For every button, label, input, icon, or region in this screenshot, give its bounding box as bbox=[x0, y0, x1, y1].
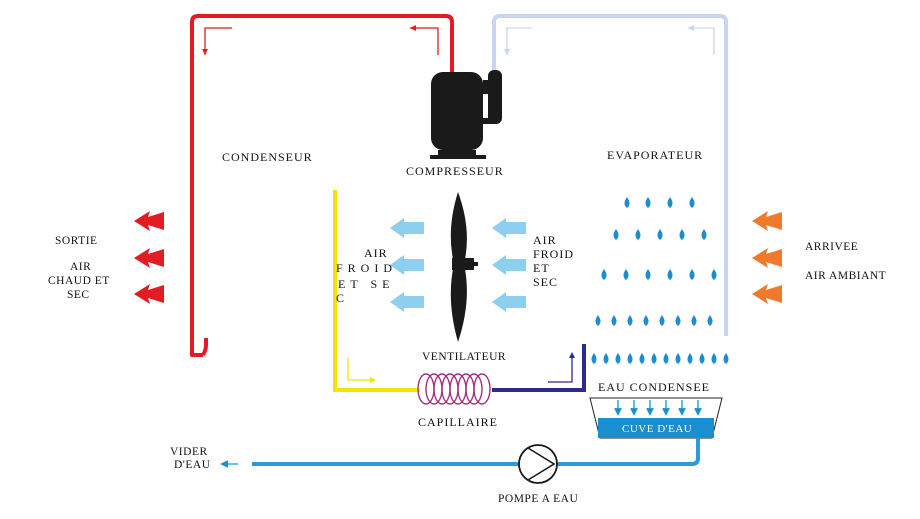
cold-air-left-3: ET SE bbox=[338, 277, 394, 291]
ambient-air-label: AIR AMBIANT bbox=[805, 270, 886, 282]
water-drop-icon bbox=[601, 269, 607, 280]
water-drop-icon bbox=[687, 353, 693, 364]
water-drop-icon bbox=[691, 315, 697, 326]
cold-air-right-2: FROID bbox=[533, 247, 574, 261]
cold-air-left-4: C bbox=[336, 291, 345, 305]
condensed-water-arrows bbox=[614, 400, 702, 416]
water-drop-icon bbox=[645, 269, 651, 280]
water-drop-icon bbox=[623, 269, 629, 280]
condensation-drops bbox=[591, 197, 729, 364]
cold-air-right-4: SEC bbox=[533, 275, 558, 289]
water-drop-icon bbox=[679, 229, 685, 240]
hot-air-label-2: CHAUD ET bbox=[48, 275, 110, 287]
water-drop-icon bbox=[595, 315, 601, 326]
compressor-label: COMPRESSEUR bbox=[406, 164, 504, 178]
water-drop-icon bbox=[689, 197, 695, 208]
exit-label: SORTIE bbox=[55, 235, 98, 247]
water-drop-icon bbox=[603, 353, 609, 364]
cold-air-left-1: AIR bbox=[364, 246, 388, 260]
evaporator-inlet-pipe bbox=[492, 344, 586, 392]
water-drop-icon bbox=[651, 353, 657, 364]
water-drop-icon bbox=[711, 269, 717, 280]
water-drop-icon bbox=[667, 197, 673, 208]
water-drop-icon bbox=[699, 353, 705, 364]
water-drop-icon bbox=[659, 315, 665, 326]
drain-label-1: VIDER bbox=[170, 446, 208, 458]
water-drop-icon bbox=[624, 197, 630, 208]
evaporator-label: EVAPORATEUR bbox=[607, 148, 703, 162]
pump-label: POMPE A EAU bbox=[498, 493, 578, 505]
hot-air-label-3: SEC bbox=[67, 289, 90, 301]
compressor-icon bbox=[430, 70, 502, 159]
water-drain-line bbox=[220, 438, 700, 468]
water-drop-icon bbox=[591, 353, 597, 364]
cold-air-right-1: AIR bbox=[533, 233, 557, 247]
water-drop-icon bbox=[613, 229, 619, 240]
condensed-water-label: EAU CONDENSEE bbox=[598, 380, 710, 394]
inlet-label: ARRIVEE bbox=[805, 241, 858, 253]
capillary-coil bbox=[417, 373, 491, 405]
water-drop-icon bbox=[711, 353, 717, 364]
hot-air-exit-arrows bbox=[134, 211, 164, 304]
cold-air-arrows-right bbox=[492, 218, 526, 312]
water-tank bbox=[589, 397, 723, 439]
water-drop-icon bbox=[675, 353, 681, 364]
fan-label: VENTILATEUR bbox=[422, 351, 506, 363]
water-drop-icon bbox=[663, 353, 669, 364]
hot-refrigerant-pipe bbox=[190, 14, 454, 357]
hot-air-label-1: AIR bbox=[70, 261, 91, 273]
water-drop-icon bbox=[611, 315, 617, 326]
water-drop-icon bbox=[643, 315, 649, 326]
water-drop-icon bbox=[635, 229, 641, 240]
liquid-line-pipe bbox=[333, 190, 420, 392]
water-drop-icon bbox=[707, 315, 713, 326]
capillary-label: CAPILLAIRE bbox=[418, 415, 498, 429]
water-drop-icon bbox=[723, 353, 729, 364]
water-drop-icon bbox=[675, 315, 681, 326]
pump-icon bbox=[518, 444, 558, 484]
water-drop-icon bbox=[627, 315, 633, 326]
water-drop-icon bbox=[615, 353, 621, 364]
ambient-air-inlet-arrows bbox=[752, 211, 782, 304]
drain-label-2: D'EAU bbox=[174, 459, 211, 471]
water-drop-icon bbox=[645, 197, 651, 208]
cold-air-arrows-left bbox=[390, 218, 424, 312]
cold-air-left-2: FROID bbox=[336, 261, 397, 275]
cold-air-right-3: ET bbox=[533, 261, 550, 275]
condenser-label: CONDENSEUR bbox=[222, 150, 313, 164]
cold-refrigerant-pipe bbox=[492, 14, 728, 336]
water-drop-icon bbox=[689, 269, 695, 280]
water-drop-icon bbox=[667, 269, 673, 280]
water-drop-icon bbox=[657, 229, 663, 240]
water-drop-icon bbox=[701, 229, 707, 240]
water-drop-icon bbox=[627, 353, 633, 364]
fan-blade-icon bbox=[450, 192, 478, 342]
water-tank-label: CUVE D'EAU bbox=[622, 423, 692, 435]
water-drop-icon bbox=[639, 353, 645, 364]
